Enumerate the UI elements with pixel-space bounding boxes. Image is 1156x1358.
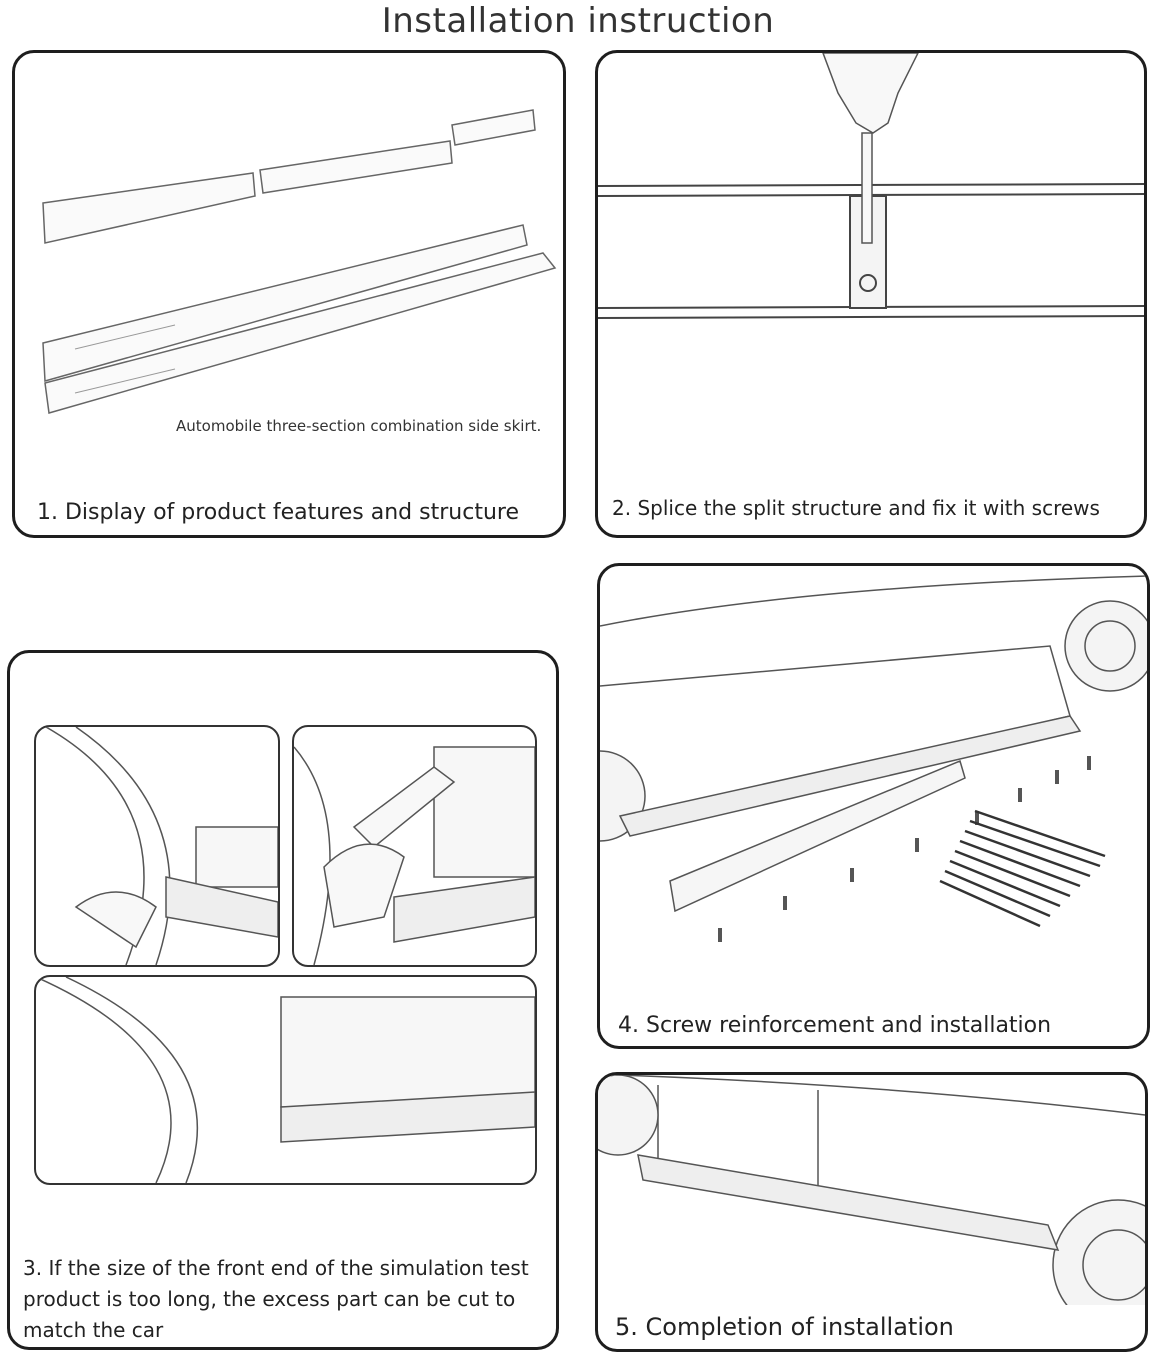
product-subcaption: Automobile three-section combination sid…	[176, 417, 542, 435]
step-3-panel: 3. If the size of the front end of the s…	[7, 650, 559, 1350]
cutting-photo-2	[292, 725, 537, 967]
step-2-panel: 2. Splice the split structure and fix it…	[595, 50, 1147, 538]
step-4-caption: 4. Screw reinforcement and installation	[618, 1013, 1052, 1038]
step-4-panel: 4. Screw reinforcement and installation	[597, 563, 1150, 1049]
step-5-panel: 5. Completion of installation	[595, 1072, 1148, 1352]
step-1-panel: Automobile three-section combination sid…	[12, 50, 566, 538]
tire-cut-sketch-3	[36, 977, 535, 1183]
clips-stack	[939, 809, 1106, 928]
screw-splice-illustration	[598, 53, 1144, 319]
car-screw-illustration	[600, 575, 1147, 942]
tire-cut-sketch-2	[294, 746, 535, 965]
step-1-caption: 1. Display of product features and struc…	[37, 500, 519, 525]
installed-car-illustration	[598, 1075, 1145, 1305]
step-5-caption: 5. Completion of installation	[615, 1313, 954, 1341]
tire-cut-sketch-1	[45, 727, 278, 965]
page-title: Installation instruction	[381, 1, 775, 41]
screws-group	[718, 756, 1091, 942]
step-3-caption: 3. If the size of the front end of the s…	[23, 1256, 529, 1342]
step-2-caption: 2. Splice the split structure and fix it…	[612, 496, 1100, 520]
cutting-photo-1	[34, 725, 280, 967]
cutting-photo-3	[34, 975, 537, 1185]
side-skirt-sections-illustration	[42, 109, 557, 414]
